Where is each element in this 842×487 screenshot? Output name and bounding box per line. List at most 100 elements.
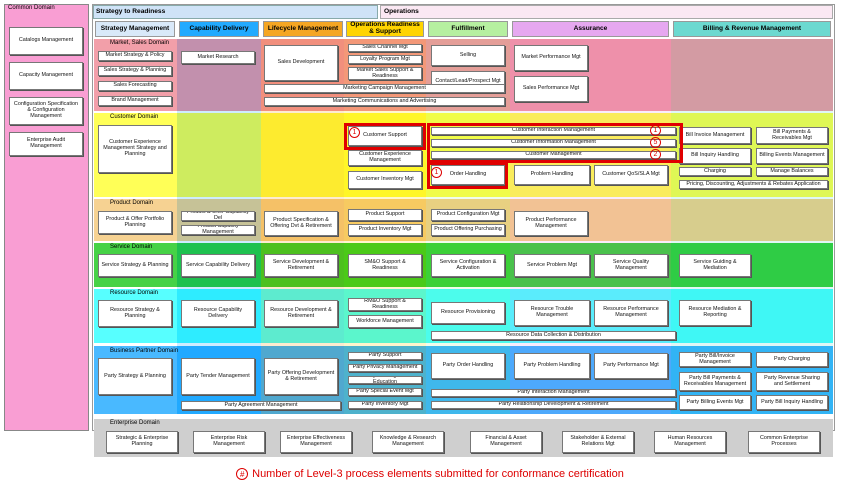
sales-channel-mgt[interactable]: Sales Channel Mgt [348,44,422,52]
party-interaction-management[interactable]: Party Interaction Management [431,389,676,397]
marketing-campaign-management[interactable]: Marketing Campaign Management [264,84,505,93]
loyalty-program-mgt[interactable]: Loyalty Program Mgt [348,55,422,64]
partner-domain-title: Business Partner Domain [110,348,179,354]
catalogs-management[interactable]: Catalogs Management [9,27,83,55]
service-guiding-mediation[interactable]: Service Guiding & Mediation [679,254,751,277]
sales-development[interactable]: Sales Development [264,45,338,81]
party-bill-payments-receivables[interactable]: Party Bill Payments & Receivables Manage… [679,372,751,391]
rmo-support-readiness[interactable]: RM&O Support & Readiness [348,298,422,311]
selling[interactable]: Selling [431,45,505,66]
customer-information-management[interactable]: Customer Information Management [431,139,676,147]
party-special-event-mgt[interactable]: Party Special Event Mgt [348,388,422,396]
party-revenue-sharing[interactable]: Party Revenue Sharing and Settlement [756,372,828,391]
party-offering-development[interactable]: Party Offering Development & Retirement [264,358,338,395]
enterprise-risk-management[interactable]: Enterprise Risk Management [193,431,265,453]
party-charging[interactable]: Party Charging [756,352,828,367]
party-inventory-mgt[interactable]: Party Inventory Mgt [348,401,422,409]
customer-inventory-mgt[interactable]: Customer Inventory Mgt [348,171,422,189]
resource-performance-management[interactable]: Resource Performance Management [594,300,668,326]
resource-trouble-management[interactable]: Resource Trouble Management [514,300,590,326]
human-resources-management[interactable]: Human Resources Management [654,431,726,453]
market-sales-support[interactable]: Market Sales Support & Readiness [348,67,422,80]
enterprise-band [94,419,833,430]
service-problem-mgt[interactable]: Service Problem Mgt [514,254,590,277]
enterprise-audit-management[interactable]: Enterprise Audit Management [9,132,83,156]
common-domain-title: Common Domain [8,5,55,11]
bill-invoice-management[interactable]: Bill Invoice Management [679,127,751,144]
customer-qos-sla-mgt[interactable]: Customer QoS/SLA Mgt [594,165,668,185]
service-development-retirement[interactable]: Service Development & Retirement [264,254,338,277]
product-capacity-management[interactable]: Product Capacity Management [181,225,255,235]
resource-capability-delivery[interactable]: Resource Capability Delivery [181,300,255,327]
smo-support-readiness[interactable]: SM&O Support & Readiness [348,254,422,277]
product-support[interactable]: Product Support [348,209,422,221]
pricing-discounting[interactable]: Pricing, Discounting, Adjustments & Reba… [679,180,828,189]
resource-development-retirement[interactable]: Resource Development & Retirement [264,300,338,327]
financial-asset-management[interactable]: Financial & Asset Management [470,431,542,453]
party-tender-management[interactable]: Party Tender Management [181,358,255,395]
sales-forecasting[interactable]: Sales Forecasting [98,81,172,91]
market-research[interactable]: Market Research [181,51,255,64]
bill-payments-receivables[interactable]: Bill Payments & Receivables Mgt [756,127,828,144]
stakeholder-external-relations[interactable]: Stakeholder & External Relations Mgt [562,431,634,453]
col-overlay-billing [671,39,833,414]
product-performance-management[interactable]: Product Performance Management [514,211,588,236]
product-offering-purchasing[interactable]: Product Offering Purchasing [431,224,505,236]
customer-support[interactable]: Customer Support [348,126,422,146]
common-enterprise-processes[interactable]: Common Enterprise Processes [748,431,820,453]
service-capability-delivery[interactable]: Service Capability Delivery [181,254,255,277]
party-support[interactable]: Party Support [348,352,422,360]
enterprise-domain-title: Enterprise Domain [110,420,160,426]
resource-provisioning[interactable]: Resource Provisioning [431,302,505,324]
resource-mediation-reporting[interactable]: Resource Mediation & Reporting [679,300,751,326]
config-spec-management[interactable]: Configuration Specification & Configurat… [9,97,83,125]
party-bill-invoice-management[interactable]: Party Bill/Invoice Management [679,352,751,367]
resource-data-collection[interactable]: Resource Data Collection & Distribution [431,331,676,340]
party-agreement-management[interactable]: Party Agreement Management [181,401,341,410]
product-spec-offering-dvt[interactable]: Product Specification & Offering Dvt & R… [264,211,338,236]
product-offer-capability-del[interactable]: Product & Offer Capability Del [181,211,255,221]
strategic-enterprise-planning[interactable]: Strategic & Enterprise Planning [106,431,178,453]
resource-strategy-planning[interactable]: Resource Strategy & Planning [98,300,172,327]
product-configuration-mgt[interactable]: Product Configuration Mgt [431,209,505,221]
resource-domain-title: Resource Domain [110,290,159,296]
charging[interactable]: Charging [679,167,751,176]
cem-strategy-planning[interactable]: Customer Experience Management Strategy … [98,125,172,173]
market-strategy-policy[interactable]: Market Strategy & Policy [98,51,172,61]
billing-events-management[interactable]: Billing Events Management [756,148,828,164]
enterprise-effectiveness-management[interactable]: Enterprise Effectiveness Management [280,431,352,453]
brand-management[interactable]: Brand Management [98,96,172,106]
party-training-education[interactable]: Party Training and Education [348,376,422,384]
service-quality-management[interactable]: Service Quality Management [594,254,668,277]
highlight-order-handling [427,162,508,189]
service-configuration-activation[interactable]: Service Configuration & Activation [431,254,505,277]
product-offer-portfolio-planning[interactable]: Product & Offer Portfolio Planning [98,211,172,234]
workforce-management[interactable]: Workforce Management [348,315,422,328]
sales-strategy-planning[interactable]: Sales Strategy & Planning [98,66,172,76]
customer-interaction-management[interactable]: Customer Interaction Management [431,127,676,135]
badge-customer-information: 5 [650,137,661,148]
knowledge-research-management[interactable]: Knowledge & Research Management [372,431,444,453]
col-assurance: Assurance [512,21,669,37]
party-strategy-planning[interactable]: Party Strategy & Planning [98,358,172,395]
party-order-handling[interactable]: Party Order Handling [431,353,505,379]
customer-experience-management[interactable]: Customer Experience Management [348,150,422,166]
sales-performance-mgt[interactable]: Sales Performance Mgt [514,76,588,102]
party-bill-inquiry-handling[interactable]: Party Bill Inquiry Handling [756,395,828,410]
bill-inquiry-handling[interactable]: Bill Inquiry Handling [679,148,751,164]
manage-balances[interactable]: Manage Balances [756,167,828,176]
problem-handling[interactable]: Problem Handling [514,165,590,185]
col-ops-readiness: Operations Readiness & Support [346,21,424,37]
customer-management[interactable]: Customer Management [431,151,676,159]
product-inventory-mgt[interactable]: Product Inventory Mgt [348,224,422,236]
col-capability: Capability Delivery [179,21,259,37]
party-privacy-management[interactable]: Party Privacy Management [348,364,422,372]
party-relationship-development[interactable]: Party Relationship Development & Retirem… [431,401,676,409]
market-performance-mgt[interactable]: Market Performance Mgt [514,45,588,71]
party-billing-events-mgt[interactable]: Party Billing Events Mgt [679,395,751,410]
party-performance-mgt[interactable]: Party Performance Mgt [594,353,668,379]
capacity-management[interactable]: Capacity Management [9,62,83,90]
marketing-communications[interactable]: Marketing Communications and Advertising [264,97,505,106]
party-problem-handling[interactable]: Party Problem Handling [514,353,590,379]
service-strategy-planning[interactable]: Service Strategy & Planning [98,254,172,277]
